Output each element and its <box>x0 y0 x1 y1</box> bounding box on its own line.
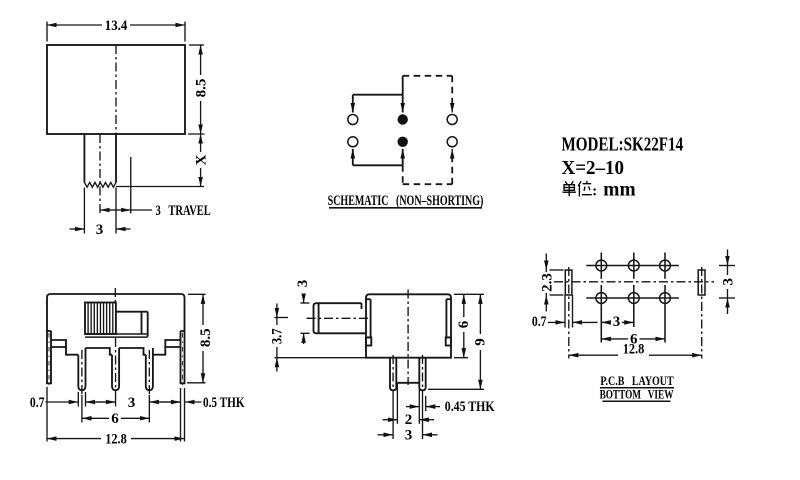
svg-text:3: 3 <box>96 222 104 238</box>
svg-text:3.7: 3.7 <box>268 328 284 344</box>
svg-text:X=2–10: X=2–10 <box>562 157 625 179</box>
svg-text:2.3: 2.3 <box>539 273 555 292</box>
svg-text:0.7: 0.7 <box>532 313 547 330</box>
svg-text:13.4: 13.4 <box>105 18 127 34</box>
svg-text:P.C.B LAYOUT: P.C.B LAYOUT <box>600 375 674 388</box>
svg-text:0.45 THK: 0.45 THK <box>445 398 495 415</box>
svg-text:9: 9 <box>472 338 488 346</box>
svg-text:3: 3 <box>295 280 311 288</box>
svg-text:MODEL:SK22F14: MODEL:SK22F14 <box>562 132 684 155</box>
svg-text:3: 3 <box>613 314 621 330</box>
svg-text:mm: mm <box>603 178 636 200</box>
svg-text:3: 3 <box>720 278 736 286</box>
svg-text:3 TRAVEL: 3 TRAVEL <box>156 201 212 218</box>
svg-text:8.5: 8.5 <box>194 79 210 98</box>
svg-text:0.5 THK: 0.5 THK <box>203 393 245 410</box>
svg-text:0.7: 0.7 <box>30 393 45 410</box>
svg-text:8.5: 8.5 <box>198 328 214 347</box>
svg-text:6: 6 <box>630 331 638 347</box>
svg-text:SCHEMATIC (NON–SHORTING): SCHEMATIC (NON–SHORTING) <box>328 192 484 208</box>
svg-text:12.8: 12.8 <box>623 340 645 356</box>
svg-text:6: 6 <box>111 411 119 427</box>
svg-text:6: 6 <box>456 320 472 328</box>
svg-text:3: 3 <box>405 427 413 443</box>
svg-text:BOTTOM VIEW: BOTTOM VIEW <box>600 388 674 402</box>
svg-text:2: 2 <box>405 412 413 428</box>
svg-text:3: 3 <box>128 395 136 411</box>
svg-text:12.8: 12.8 <box>105 430 127 446</box>
svg-text:X: X <box>194 154 210 165</box>
